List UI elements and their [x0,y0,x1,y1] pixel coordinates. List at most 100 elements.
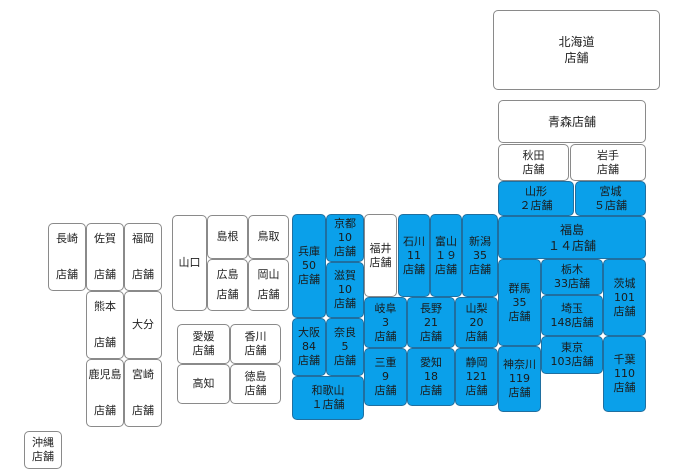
prefecture-name: 福島 [559,222,584,237]
prefecture-miyazaki[interactable]: 宮崎店舗 [124,359,162,427]
store-count-label: 店舗 [334,245,356,258]
store-count-label: 店舗 [420,329,442,343]
store-count-label: 50 [302,259,316,272]
prefecture-iwate[interactable]: 岩手店舗 [570,144,646,181]
prefecture-name: 栃木 [561,263,583,276]
prefecture-name: 岩手 [597,148,619,162]
prefecture-fukuoka[interactable]: 福岡店舗 [124,223,162,291]
store-count-label: 119 [509,372,530,385]
prefecture-name: 鹿児島 [88,368,122,381]
prefecture-name: 福岡 [132,232,154,245]
store-count-label: 店舗 [94,336,116,349]
prefecture-kochi[interactable]: 高知 [177,364,230,404]
prefecture-name: 静岡 [465,356,488,369]
store-count-label: 103店舗 [550,355,594,368]
prefecture-shimane[interactable]: 島根 [207,215,248,259]
prefecture-kagoshima[interactable]: 鹿児島店舗 [86,359,124,427]
store-count-label: 店舗 [403,262,425,276]
store-count-label: 35 [473,248,487,262]
store-count-label: 店舗 [564,51,589,65]
prefecture-kumamoto[interactable]: 熊本店舗 [86,291,124,359]
prefecture-ehime[interactable]: 愛媛店舗 [177,324,230,364]
prefecture-name: 新潟 [469,234,491,248]
prefecture-hokkaido[interactable]: 北海道店舗 [493,10,660,90]
store-count-label: 店舗 [465,384,488,397]
store-count-label: 10 [338,231,352,244]
store-count-label: 店舗 [420,384,442,397]
prefecture-akita[interactable]: 秋田店舗 [498,144,569,181]
prefecture-kagawa[interactable]: 香川店舗 [230,324,281,364]
store-count-label: 店舗 [257,288,280,301]
prefecture-okayama[interactable]: 岡山店舗 [248,259,289,311]
prefecture-name: 滋賀 [334,269,356,282]
prefecture-name: 京都 [334,217,356,230]
prefecture-name: 香川 [244,330,267,343]
prefecture-name: 三重 [374,356,397,369]
prefecture-oita[interactable]: 大分 [124,291,162,359]
prefecture-name: 大分 [132,318,154,331]
prefecture-name: 秋田 [522,148,545,162]
store-count-label: 店舗 [94,268,116,281]
prefecture-yamaguchi[interactable]: 山口 [172,215,207,311]
store-count-label: 店舗 [465,329,488,343]
prefecture-okinawa[interactable]: 沖縄店舗 [24,431,62,469]
prefecture-name: 石川 [403,234,425,248]
prefecture-tottori[interactable]: 鳥取 [248,215,289,259]
prefecture-name: 熊本 [94,300,116,313]
prefecture-name: 長野 [420,301,442,315]
prefecture-nagasaki[interactable]: 長崎店舗 [48,223,86,291]
prefecture-name: 福井 [369,241,392,255]
store-count-label: 店舗 [56,268,78,281]
store-count-label: 35 [512,295,527,309]
store-count-label: 店舗 [508,309,531,323]
prefecture-tokushima[interactable]: 徳島店舗 [230,364,281,404]
prefecture-name: 青森店舗 [547,114,596,129]
store-count-label: １４店舗 [547,238,596,253]
prefecture-aomori[interactable]: 青森店舗 [498,100,646,143]
store-count-label: 121 [466,370,487,383]
prefecture-saga[interactable]: 佐賀店舗 [86,223,124,291]
prefecture-name: 高知 [192,377,215,390]
store-count-label: 店舗 [244,344,267,357]
prefecture-fukui[interactable]: 福井店舗 [364,214,397,297]
prefecture-hiroshima[interactable]: 広島店舗 [207,259,248,311]
store-count-label: 3 [382,315,389,329]
store-count-label: 店舗 [613,304,636,318]
prefecture-name: 岡山 [257,268,280,281]
prefecture-name: 宮崎 [132,368,154,381]
store-count-label: 店舗 [132,404,154,417]
store-count-label: 20 [469,315,484,329]
prefecture-name: 沖縄 [32,436,54,449]
store-count-label: 店舗 [435,262,457,276]
store-count-label: ２店舗 [519,198,553,212]
store-count-label: １店舗 [311,398,345,411]
prefecture-name: 佐賀 [94,232,116,245]
store-count-label: 10 [338,283,352,296]
